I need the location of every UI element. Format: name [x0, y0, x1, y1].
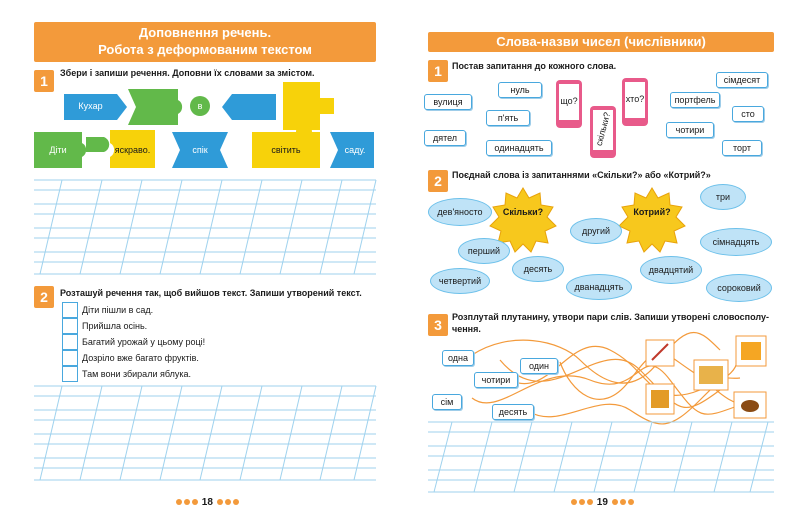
piece-yaskravo-label: яскраво. [114, 145, 151, 155]
word-piat[interactable]: п'ять [486, 110, 530, 126]
pair-word-odyn[interactable]: один [520, 358, 558, 374]
piece-sadu-label: саду. [344, 145, 366, 155]
r-task1-instruction: Постав запитання до кожного слова. [452, 61, 617, 71]
brush-icon-frame [645, 339, 675, 367]
word-odynadtsiat[interactable]: одинадцять [486, 140, 552, 156]
task1-number: 1 [34, 70, 54, 92]
word-sto[interactable]: сто [732, 106, 764, 122]
word-tort[interactable]: торт [722, 140, 762, 156]
cloud-pershyi[interactable]: перший [458, 238, 510, 264]
piece-kukhar-shape [64, 94, 127, 120]
pair-word-desiat[interactable]: десять [492, 404, 534, 420]
piece-svityt-label: світить [271, 145, 301, 155]
right-page: Слова-назви чисел (числівники) 1 Постав … [400, 0, 800, 520]
piece-dity-label: Діти [49, 145, 67, 155]
sun-kotryi-label: Котрий? [633, 207, 671, 217]
order-box-2[interactable] [62, 318, 78, 334]
writing-lines-1 [34, 179, 377, 275]
cloud-sorokovyi[interactable]: сороковий [706, 274, 772, 302]
piece-green1-shape [128, 89, 183, 125]
piece-dity-shape [34, 132, 87, 168]
left-page-number: 18 [175, 497, 240, 508]
suns [489, 187, 686, 253]
word-nul[interactable]: нуль [498, 82, 542, 98]
sentence-5: Там вони збирали яблука. [82, 369, 191, 379]
r-task3-instruction-1: Розплутай плутанину, утвори пари слів. З… [452, 312, 769, 322]
word-chotyry[interactable]: чотири [666, 122, 714, 138]
left-page: Доповнення речень. Робота з деформованим… [34, 22, 377, 508]
sentence-1: Діти пішли в сад. [82, 305, 154, 315]
cloud-devianosto[interactable]: дев'яносто [428, 198, 492, 226]
phone-3-label: хто? [625, 94, 645, 104]
word-portfel[interactable]: портфель [670, 92, 720, 108]
r-task3-instruction-2: чення. [452, 324, 481, 334]
pair-word-odna[interactable]: одна [442, 350, 474, 366]
left-banner: Доповнення речень. Робота з деформованим… [34, 22, 376, 62]
croissants-icon-frame [735, 335, 767, 367]
writing-lines-3 [428, 421, 774, 493]
left-banner-line1: Доповнення речень. [138, 25, 272, 40]
cloud-desiat[interactable]: десять [512, 256, 564, 282]
phone-2-shape [590, 106, 616, 158]
r-task1-number: 1 [428, 60, 448, 82]
r-task2-number: 2 [428, 170, 448, 192]
right-banner: Слова-назви чисел (числівники) [428, 32, 774, 52]
sun-skilky-label: Скільки? [502, 207, 544, 217]
cloud-dvadtsiatyi[interactable]: двадцятий [640, 256, 702, 284]
piece-yellow1-shape [283, 82, 334, 130]
piece-spik-shape [172, 132, 228, 168]
piece-spik-label: спік [192, 145, 208, 155]
task1-instruction: Збери і запиши речення. Доповни їх слова… [60, 68, 315, 78]
order-box-3[interactable] [62, 334, 78, 350]
right-page-number: 19 [570, 497, 635, 508]
piece-svityt-shape [252, 124, 320, 168]
phones [556, 78, 648, 158]
order-box-4[interactable] [62, 350, 78, 366]
piece-v-shape [190, 96, 210, 116]
pair-word-sim[interactable]: сім [432, 394, 462, 410]
sun-kotryi-shape [618, 187, 686, 253]
cloud-chetvertyi[interactable]: четвертий [430, 268, 490, 294]
word-diatel[interactable]: дятел [424, 130, 466, 146]
phone-3-shape [622, 78, 648, 126]
piece-yaskravo-shape [110, 130, 155, 168]
shells-icon-frame [693, 359, 729, 391]
coins-icon-frame [645, 383, 675, 415]
right-page-number-text: 19 [596, 497, 608, 508]
beetle-icon-frame [733, 391, 767, 419]
tangle [471, 331, 767, 425]
word-simdesiat[interactable]: сімдесят [716, 72, 768, 88]
cloud-dvanadtsiat[interactable]: дванадцять [566, 274, 632, 300]
task2-instruction: Розташуй речення так, щоб вийшов текст. … [60, 288, 362, 298]
r-task3-number: 3 [428, 314, 448, 336]
writing-lines-2 [34, 385, 377, 481]
order-box-5[interactable] [62, 366, 78, 382]
left-banner-line2: Робота з деформованим текстом [98, 42, 312, 57]
task2-number: 2 [34, 286, 54, 308]
piece-kukhar-label: Кухар [78, 101, 103, 111]
piece-v-label: в [197, 101, 203, 111]
left-page-number-text: 18 [201, 497, 213, 508]
phone-1-shape [556, 80, 582, 128]
piece-green3-shape [86, 137, 110, 152]
sentence-2: Прийшла осінь. [82, 321, 148, 331]
word-vulytsia[interactable]: вулиця [424, 94, 472, 110]
sentence-3: Багатий урожай у цьому році! [82, 337, 206, 347]
order-box-1[interactable] [62, 302, 78, 318]
piece-sadu-shape [330, 132, 374, 168]
phone-1-label: що? [560, 96, 578, 106]
puzzle-pieces [34, 82, 374, 168]
sun-skilky-shape [489, 187, 557, 253]
sentence-4: Дозріло вже багато фруктів. [82, 353, 199, 363]
cloud-try[interactable]: три [700, 184, 746, 210]
r-task2-instruction: Поєднай слова із запитаннями «Скільки?» … [452, 170, 711, 180]
cloud-simnadtsiat[interactable]: сімнадцять [700, 228, 772, 256]
piece-blue2-shape [222, 94, 276, 120]
cloud-druhyi[interactable]: другий [570, 218, 622, 244]
pair-word-chotyry[interactable]: чотири [474, 372, 518, 388]
